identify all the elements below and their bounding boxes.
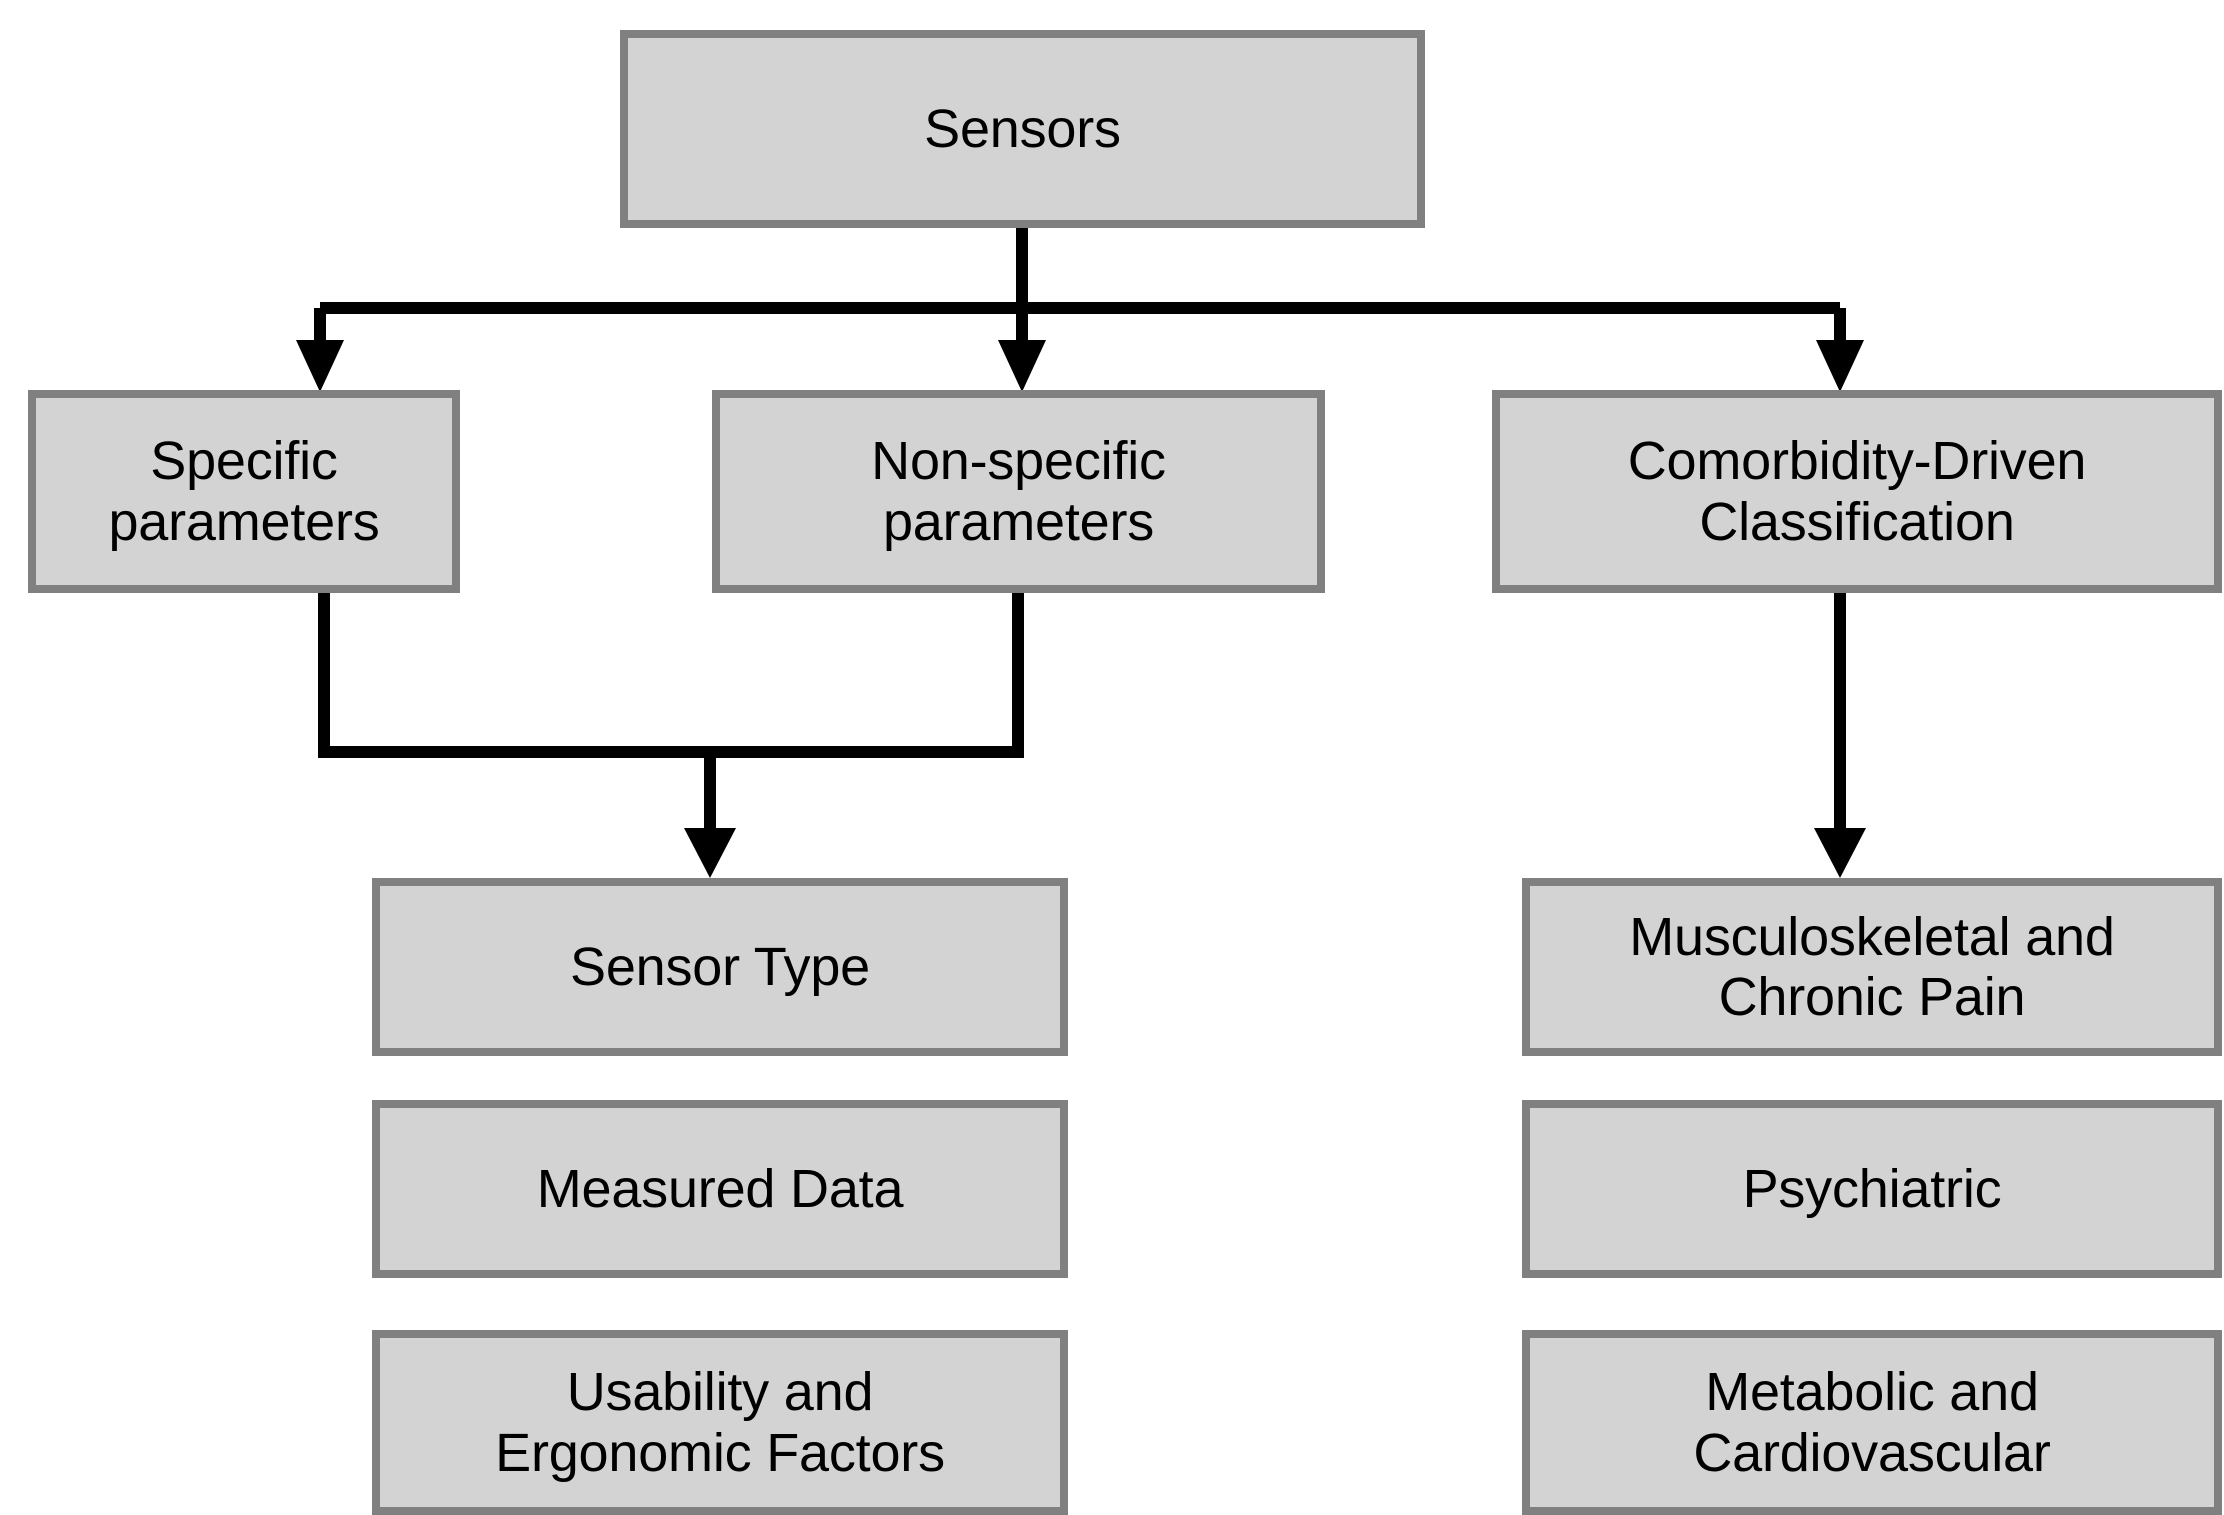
node-metabolic-cardiovascular[interactable]: Metabolic and Cardiovascular bbox=[1522, 1330, 2222, 1515]
node-psychiatric[interactable]: Psychiatric bbox=[1522, 1100, 2222, 1278]
arrowhead-to-specific bbox=[296, 340, 344, 392]
node-musculoskeletal-chronic-pain[interactable]: Musculoskeletal and Chronic Pain bbox=[1522, 878, 2222, 1056]
node-specific-parameters[interactable]: Specific parameters bbox=[28, 390, 460, 593]
node-sensor-type[interactable]: Sensor Type bbox=[372, 878, 1068, 1056]
node-non-specific-parameters[interactable]: Non-specific parameters bbox=[712, 390, 1325, 593]
edge-nonspecific-to-sensortype bbox=[710, 593, 1024, 758]
arrowhead-to-sensortype bbox=[684, 828, 736, 878]
arrowhead-to-musculoskeletal bbox=[1814, 828, 1866, 878]
node-comorbidity-driven-classification[interactable]: Comorbidity-Driven Classification bbox=[1492, 390, 2222, 593]
node-sensors[interactable]: Sensors bbox=[620, 30, 1425, 228]
edge-specific-to-sensortype bbox=[318, 593, 710, 758]
node-usability-ergonomic-factors[interactable]: Usability and Ergonomic Factors bbox=[372, 1330, 1068, 1515]
node-measured-data[interactable]: Measured Data bbox=[372, 1100, 1068, 1278]
arrowhead-to-nonspecific bbox=[998, 340, 1046, 392]
arrowhead-to-comorbidity bbox=[1816, 340, 1864, 392]
